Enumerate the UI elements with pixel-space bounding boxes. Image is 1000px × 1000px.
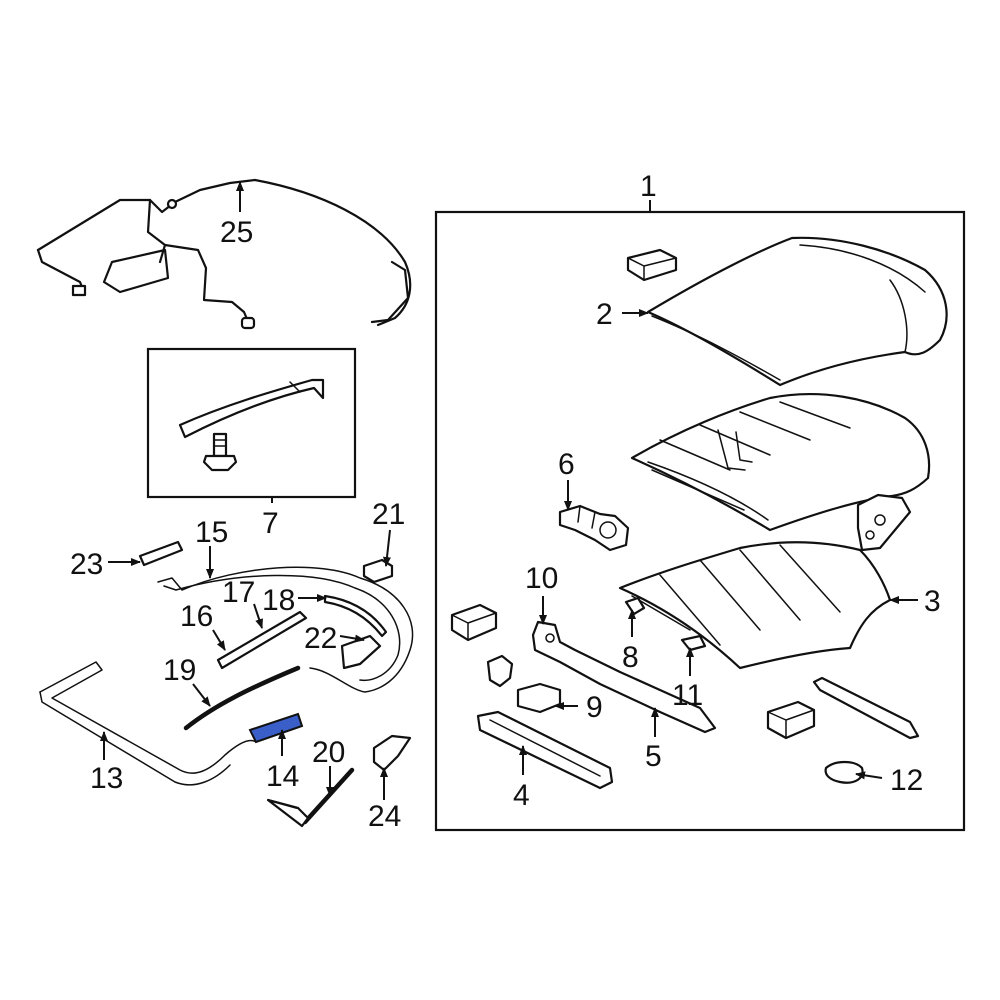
- callout-12: 12: [890, 764, 923, 797]
- seal-strip-part: [812, 676, 920, 740]
- callout-19: 19: [163, 654, 196, 687]
- part-1-assembly-box: [434, 210, 966, 832]
- soft-top-cover-part: [646, 236, 948, 387]
- roof-seal-part-15: [157, 566, 414, 693]
- pad-part-9: [516, 682, 562, 714]
- grommet-part-12: [824, 760, 864, 784]
- latch-part: [486, 654, 514, 688]
- callout-14: 14: [266, 760, 299, 793]
- bracket-part-11: [680, 634, 707, 652]
- callout-22: 22: [304, 622, 337, 655]
- seal-part-18: [323, 594, 388, 638]
- callout-9: 9: [586, 691, 603, 724]
- rail-part-13: [39, 661, 257, 786]
- small-box-part-3: [766, 700, 816, 740]
- callout-17: 17: [222, 576, 255, 609]
- callout-16: 16: [180, 600, 213, 633]
- small-box-part-2: [450, 603, 498, 642]
- callout-2: 2: [596, 298, 613, 331]
- bracket-part-24: [372, 734, 412, 772]
- callout-15: 15: [195, 516, 228, 549]
- callout-labels: 1 2 3 4 5 6 7 8 9 10 11 12 13 14 15 16 1…: [70, 170, 941, 833]
- rear-bow-part-4: [476, 710, 614, 790]
- seal-part-16-17: [216, 610, 308, 670]
- bracket-part-22: [340, 634, 382, 670]
- callout-25: 25: [220, 216, 253, 249]
- side-rail-part: [531, 620, 717, 734]
- callout-7: 7: [262, 507, 279, 540]
- callout-20: 20: [312, 736, 345, 769]
- clip-part-8: [624, 596, 646, 616]
- callout-13: 13: [90, 762, 123, 795]
- highlighted-part-14: [248, 712, 304, 744]
- headliner-part: [618, 541, 892, 670]
- callout-23: 23: [70, 548, 103, 581]
- callout-4: 4: [513, 779, 530, 812]
- top-frame-part: [630, 392, 931, 552]
- seal-part-20: [266, 767, 355, 828]
- motor-part: [558, 504, 630, 552]
- leader-lines: [100, 181, 918, 800]
- callout-21: 21: [372, 498, 405, 531]
- callout-18: 18: [262, 584, 295, 617]
- seal-part-19: [183, 665, 301, 731]
- callout-3: 3: [924, 585, 941, 618]
- wiring-harness-part: [36, 178, 412, 330]
- bracket-part-21: [362, 558, 394, 584]
- part-7-inset-box: [146, 347, 357, 499]
- strip-part-23: [138, 540, 184, 567]
- callout-8: 8: [622, 641, 639, 674]
- callout-6: 6: [558, 448, 575, 481]
- callout-24: 24: [368, 800, 401, 833]
- small-box-part: [626, 248, 678, 282]
- callout-5: 5: [645, 740, 662, 773]
- callout-10: 10: [525, 562, 558, 595]
- callout-1: 1: [640, 170, 657, 203]
- callout-11: 11: [672, 679, 703, 712]
